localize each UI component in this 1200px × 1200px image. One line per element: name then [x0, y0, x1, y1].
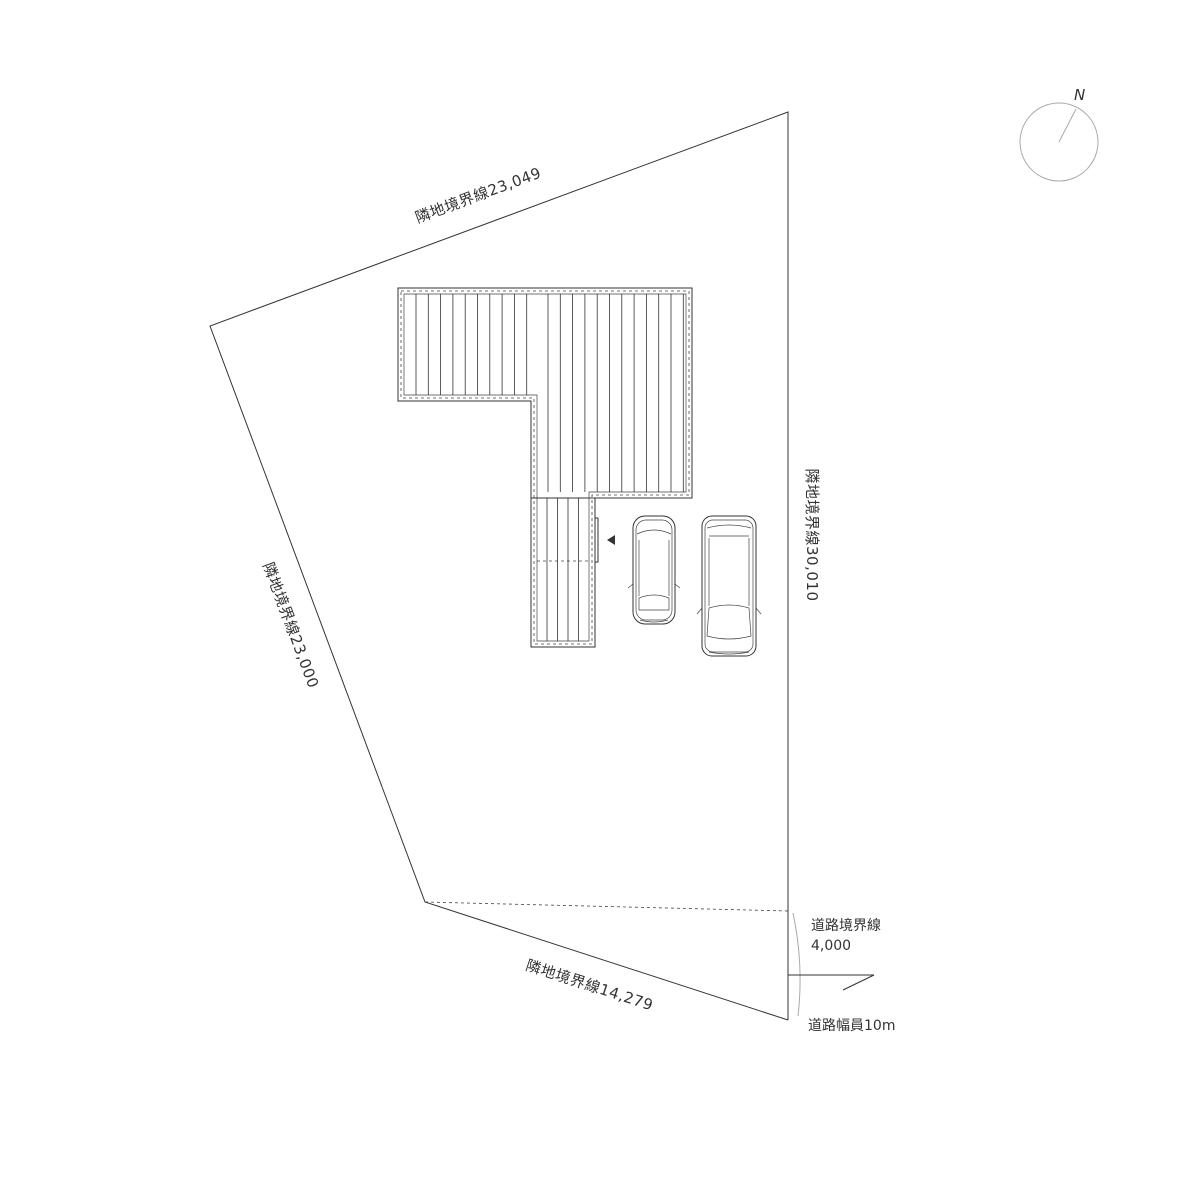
- boundary-south-label: 隣地境界線14,279: [524, 956, 656, 1014]
- road-marks: [788, 912, 875, 1017]
- road-boundary-length: 4,000: [811, 938, 851, 954]
- house-footprint: [397, 287, 693, 648]
- entrance-door: [594, 517, 615, 563]
- boundary-north-label: 隣地境界線23,049: [413, 164, 544, 227]
- car-compact: [627, 515, 681, 625]
- roof-stripes: [415, 294, 684, 641]
- road-boundary-label: 道路境界線: [811, 918, 881, 934]
- north-compass: N: [1019, 86, 1099, 182]
- boundary-east-label: 隣地境界線30,010: [803, 469, 821, 602]
- entrance-arrow-icon: [607, 535, 615, 545]
- car-large: [696, 515, 762, 657]
- compass-label: N: [1074, 86, 1086, 104]
- north-arrow-icon: [1058, 108, 1077, 143]
- boundary-west-label: 隣地境界線23,000: [259, 560, 322, 691]
- road-width-label: 道路幅員10m: [808, 1018, 895, 1034]
- site-boundary: [209, 111, 789, 1021]
